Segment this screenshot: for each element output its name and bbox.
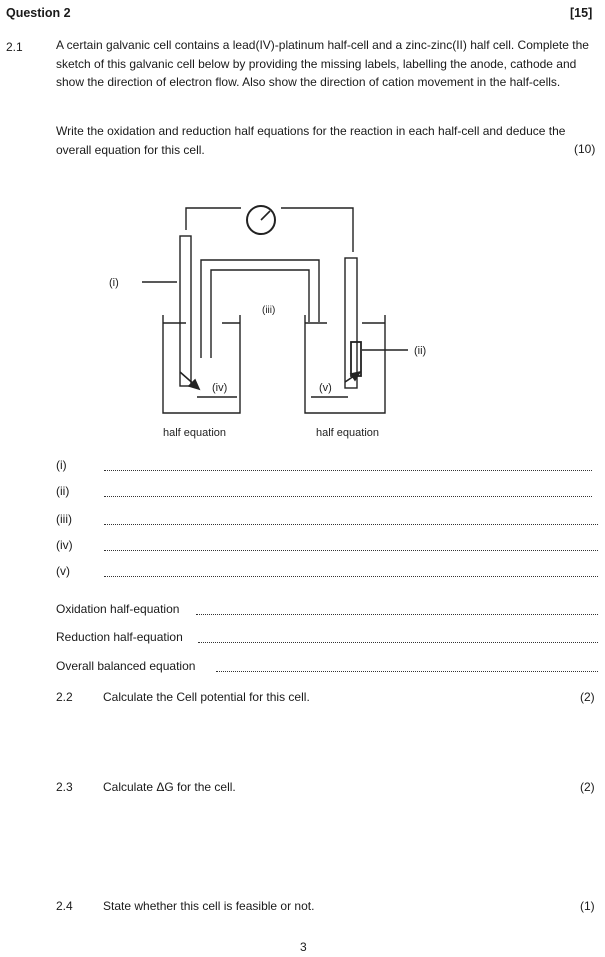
oxidation-label: Oxidation half-equation bbox=[56, 602, 180, 616]
answer-label-i: (i) bbox=[56, 458, 67, 472]
diagram-label-iii: (iii) bbox=[262, 305, 275, 316]
oxidation-answer-line[interactable] bbox=[196, 614, 598, 615]
question-title: Question 2 bbox=[6, 6, 71, 20]
q22-marks: (2) bbox=[580, 690, 595, 704]
diagram-label-v: (v) bbox=[319, 382, 332, 394]
q23-marks: (2) bbox=[580, 780, 595, 794]
q21-paragraph-1: A certain galvanic cell contains a lead(… bbox=[56, 38, 589, 90]
answer-label-ii: (ii) bbox=[56, 484, 70, 498]
q23-number: 2.3 bbox=[56, 780, 73, 794]
overall-answer-line[interactable] bbox=[216, 671, 598, 672]
answer-line-iv[interactable] bbox=[104, 550, 598, 551]
answer-label-iv: (iv) bbox=[56, 538, 73, 552]
voltmeter-circle bbox=[246, 205, 276, 235]
left-half-equation-caption: half equation bbox=[163, 427, 226, 439]
galvanic-cell-diagram: (i) (iii) (ii) (iv) (v) half equation ha… bbox=[109, 205, 426, 439]
diagram-label-ii: (ii) bbox=[414, 345, 426, 357]
right-electrode-strip bbox=[350, 341, 362, 377]
right-half-equation-caption: half equation bbox=[316, 427, 379, 439]
q24-text: State whether this cell is feasible or n… bbox=[103, 899, 315, 913]
answer-label-v: (v) bbox=[56, 564, 70, 578]
answer-label-iii: (iii) bbox=[56, 512, 72, 526]
q24-number: 2.4 bbox=[56, 899, 73, 913]
diagram-label-iv: (iv) bbox=[212, 382, 227, 394]
answer-line-ii[interactable] bbox=[104, 496, 592, 497]
question-total-marks: [15] bbox=[570, 6, 593, 20]
answer-line-i[interactable] bbox=[104, 470, 592, 471]
reduction-answer-line[interactable] bbox=[198, 642, 598, 643]
reduction-label: Reduction half-equation bbox=[56, 630, 183, 644]
q22-text: Calculate the Cell potential for this ce… bbox=[103, 690, 310, 704]
answer-line-v[interactable] bbox=[104, 576, 598, 577]
q23-text: Calculate ΔG for the cell. bbox=[103, 780, 236, 794]
answer-line-iii[interactable] bbox=[104, 524, 598, 525]
q24-marks: (1) bbox=[580, 899, 595, 913]
overall-label: Overall balanced equation bbox=[56, 659, 196, 673]
diagram-label-i: (i) bbox=[109, 277, 119, 289]
q21-number: 2.1 bbox=[6, 40, 23, 54]
page-number: 3 bbox=[300, 940, 307, 954]
q21-marks: (10) bbox=[574, 142, 596, 156]
q22-number: 2.2 bbox=[56, 690, 73, 704]
q21-paragraph-2: Write the oxidation and reduction half e… bbox=[56, 124, 566, 157]
